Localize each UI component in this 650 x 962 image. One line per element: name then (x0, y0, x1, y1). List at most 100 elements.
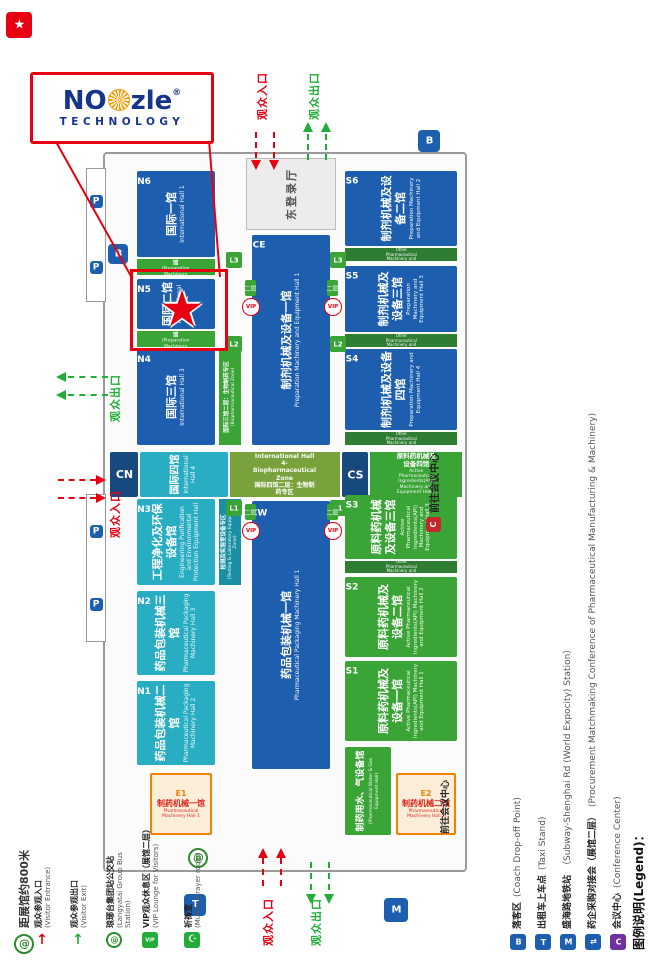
parking-icon: P (92, 263, 100, 274)
hall-code: S2 (345, 582, 359, 593)
strip-en: Other Pharmaceutical Machinery and Equip… (385, 248, 417, 261)
coach-dropoff-icon: B (510, 934, 526, 950)
hall-name-en: Preparation Machinery and Equipment Hall… (406, 275, 425, 323)
taxi-stand-icon: T (535, 934, 551, 950)
floor2-tag: 二层 (326, 504, 339, 520)
parking-icon: P (92, 197, 100, 208)
hall-name-en: Engineering Purification and Environment… (179, 502, 201, 582)
west-entrance-label: 观众入口 (262, 898, 275, 946)
hall-code: CS (346, 468, 364, 482)
red-marker-icon: ★ (6, 12, 32, 38)
hall-e1: E1 制药机械一馆 Pharmaceutical Machinery Hall … (150, 773, 212, 835)
west-entrance-arrow-shaft (280, 858, 282, 886)
hall-code: CN (115, 468, 133, 481)
hall-name-en: Pharmaceutical Packaging Machinery Hall … (294, 569, 302, 701)
north-exit-arrow (56, 390, 66, 400)
legend-item-visitor-entrance: ↑ 观众参观入口(Visitor Entrance) (34, 866, 52, 949)
hall-name-cn: 制药机械一馆 (157, 799, 205, 808)
hall-name-en: (Pharmaceutical Water & Gas Equipment Ha… (369, 757, 380, 825)
logo-text-post: zle (130, 86, 173, 116)
to-conference-note: 前往会议中心 (438, 780, 451, 834)
hall-name-en: Pharmaceutical Machinery Hall 1 (162, 809, 200, 819)
legend-item-conference-center: C 会议中心(Conference Center) (610, 796, 626, 950)
hall-name-en: Preparation Machinery and Equipment Hall… (409, 177, 422, 240)
hall-code: S5 (345, 271, 359, 282)
zone-en: International Hall 4-Biopharmaceutical Z… (253, 452, 317, 482)
legend-item-coach-dropoff: B 落客区(Coach Drop-off Point) (510, 797, 526, 950)
hall-cs-square: CS (342, 452, 368, 497)
entrance-arrow-icon: ↑ (36, 932, 48, 949)
hall-s4-area-strip: 其他制药机械及设备三区Other Pharmaceutical Machiner… (345, 432, 457, 445)
hall-name-cn: 原料药机械及设备一馆 (376, 668, 404, 734)
hall-n4-2f-strip: 国际三馆二层：生物制药专区(Biopharmaceutical Zone) (219, 349, 241, 445)
strip-cn: 国际三馆二层：生物制药专区 (224, 361, 230, 433)
hall-name-cn: 制剂机械及设备一馆 (279, 290, 293, 390)
strip-en: Other Pharmaceutical Machinery and Equip… (385, 561, 417, 573)
booth-location-star: ★ (159, 280, 205, 338)
north-exit-arrow-shaft (68, 376, 108, 378)
hall-code: S3 (345, 500, 359, 511)
sunburst-o-icon (107, 89, 130, 111)
north-exit-arrow (56, 372, 66, 382)
west-exit-label: 观众出口 (310, 898, 323, 946)
legend-item-prayer-room: ☪ 祈祷室(Muslim prayer room) (184, 828, 202, 948)
hall-s3-area-strip: 其他制药机械及设备四区Other Pharmaceutical Machiner… (345, 561, 457, 573)
hall-s4: S4 制剂机械及设备四馆 Preparation Machinery and E… (345, 349, 457, 430)
hall-name-en: Pharmaceutical Packaging Machinery Hall … (182, 683, 197, 763)
legend-item-metro-station: M 盛海路地铁站（Subway-Shenghai Rd (World Expoc… (560, 645, 576, 950)
legend-item-bus-station: @ 琅琊台集团站公交站(Langyatai Group Bus Station) (106, 828, 132, 948)
conference-center-icon: C (610, 934, 626, 950)
hall-name-en: Preparation Machinery and Equipment Hall… (409, 352, 422, 427)
east-entrance-arrow (251, 160, 261, 170)
procurement-matchmaking-icon: ⇄ (585, 934, 601, 950)
metro-station-icon: M (560, 934, 576, 950)
hall-name-cn: 制剂机械及设备四馆 (379, 351, 407, 428)
floor2-tag: 二层 (244, 504, 257, 520)
hall-name-cn: 工程净化及环保设备馆 (150, 503, 178, 581)
strip-en: Other Pharmaceutical Machinery and Equip… (385, 334, 417, 347)
hall-n1: N1 药品包装机械二馆 Pharmaceutical Packaging Mac… (137, 681, 215, 765)
distance-note: @ 距展馆约800米 (14, 850, 34, 954)
east-entrance-label: 观众入口 (256, 72, 269, 120)
east-exit-label: 观众出口 (308, 72, 321, 120)
west-entrance-arrow (276, 848, 286, 858)
hall-name-cn: 原料药机械及设备二馆 (376, 584, 404, 650)
distance-note-text: 距展馆约800米 (18, 850, 31, 928)
north-entrance-arrow-shaft (58, 479, 96, 481)
strip-en: Other Pharmaceutical Machinery and Equip… (385, 432, 417, 445)
east-entrance-arrow (269, 160, 279, 170)
hall-name-en: International Hall 1 (179, 185, 187, 243)
to-conference-note: C 前往会议中心 (426, 453, 441, 532)
hall-name-cn: 国际四馆 (169, 454, 181, 495)
logo-technology-text: TECHNOLOGY (59, 116, 185, 128)
north-entrance-arrow (96, 493, 106, 503)
hall-s2: S2 原料药机械及设备二馆 Active Pharmaceutical Ingr… (345, 577, 457, 657)
to-conference-text: 前往会议中心 (430, 453, 441, 513)
bus-station-icon: @ (14, 934, 34, 954)
hall-code: N1 (137, 686, 151, 697)
hall-s5: S5 制剂机械及设备三馆 Preparation Machinery and E… (345, 266, 457, 332)
bus-station-icon: @ (106, 932, 122, 948)
hall-name-en: International Hall 4 (183, 455, 198, 494)
metro-station-icon: M (384, 898, 408, 922)
hall-code: S4 (345, 354, 359, 365)
hall-n2: N2 药品包装机械三馆 Pharmaceutical Packaging Mac… (137, 591, 215, 675)
hall-s6: S6 制剂机械及设备二馆 Preparation Machinery and E… (345, 171, 457, 246)
hall-code: N6 (137, 176, 151, 187)
biopharma-zone-bar: International Hall 4-Biopharmaceutical Z… (230, 452, 340, 497)
vip-lounge-badge: VIP (242, 522, 260, 540)
parking-strip-east: P P (86, 168, 106, 302)
exit-arrow-icon: ↑ (72, 932, 84, 949)
conference-center-icon: C (426, 517, 441, 532)
vip-lounge-badge: VIP (324, 298, 342, 316)
north-exit-label: 观众出口 (109, 374, 122, 422)
hall-code: S1 (345, 666, 359, 677)
legend-item-procurement-conference: ⇄ 药企采购对接会（展馆二层）(Procurement Matchmaking … (585, 413, 601, 950)
hall-code: N3 (137, 504, 151, 515)
vip-lounge-icon: VIP (142, 932, 158, 948)
hall-name-cn: 药品包装机械一馆 (279, 591, 293, 679)
vip-lounge-badge: VIP (324, 522, 342, 540)
legend-item-vip-lounge: VIP VIP观众休息区（展馆二层）(VIP Lounge for Visito… (142, 825, 160, 948)
